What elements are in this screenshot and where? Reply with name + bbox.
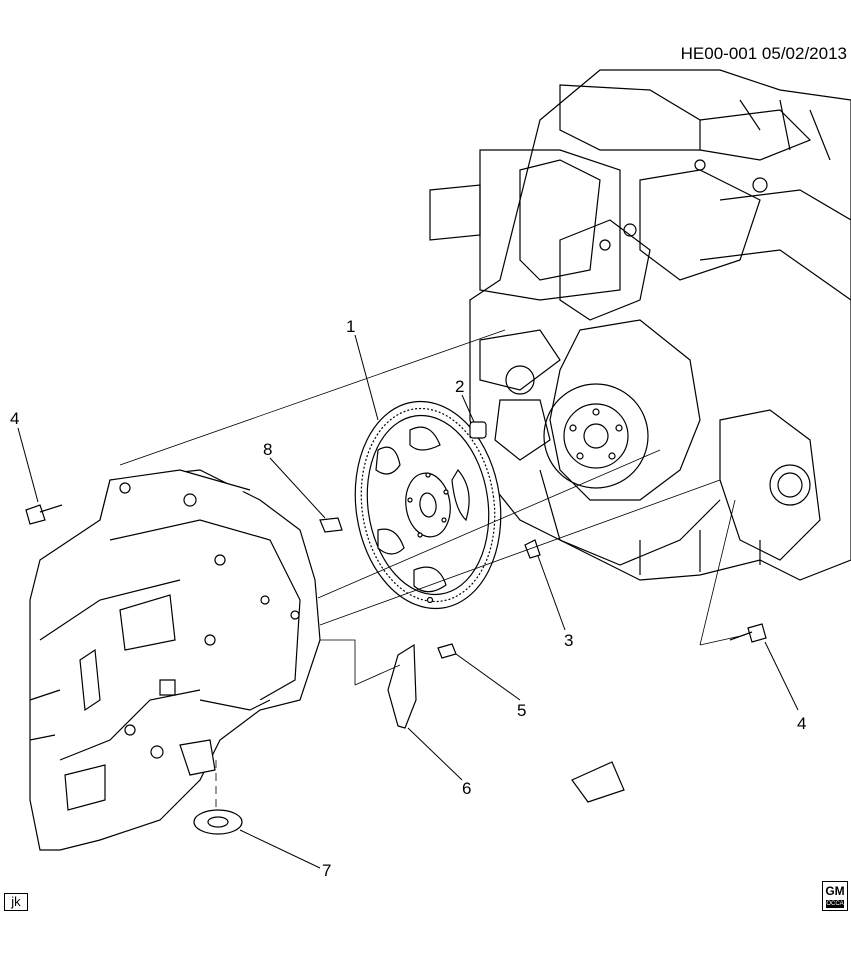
corner-tag: jk <box>4 893 28 911</box>
callout-1: 1 <box>346 317 356 336</box>
callout-8: 8 <box>263 440 273 459</box>
callout-2: 2 <box>455 377 465 396</box>
bolt-5 <box>438 644 456 658</box>
callout-6: 6 <box>462 779 472 798</box>
engine-assembly <box>430 70 851 580</box>
gm-logo-sub: OCCA <box>826 900 844 908</box>
callout-4-right: 4 <box>797 714 807 733</box>
alignment-lines <box>120 330 745 810</box>
diagram-id-date: HE00-001 05/02/2013 <box>680 44 847 63</box>
shield-6 <box>388 645 416 728</box>
leader-lines <box>18 335 798 868</box>
small-parts <box>26 422 766 834</box>
bolt-4-left <box>26 505 62 524</box>
gm-logo-icon: GM OCCA <box>822 881 848 911</box>
gm-logo-text: GM <box>825 884 845 898</box>
transmission-assembly <box>30 470 320 850</box>
flexplate <box>342 392 514 618</box>
callout-3: 3 <box>564 631 574 650</box>
frt-arrow-icon <box>572 762 624 802</box>
callout-7: 7 <box>322 861 332 880</box>
callout-5: 5 <box>517 701 527 720</box>
bolt-3 <box>525 540 540 558</box>
bolt-8 <box>320 518 342 532</box>
bolt-4-right <box>730 624 766 642</box>
spacer-2 <box>470 422 486 438</box>
callout-4-left: 4 <box>10 409 20 428</box>
